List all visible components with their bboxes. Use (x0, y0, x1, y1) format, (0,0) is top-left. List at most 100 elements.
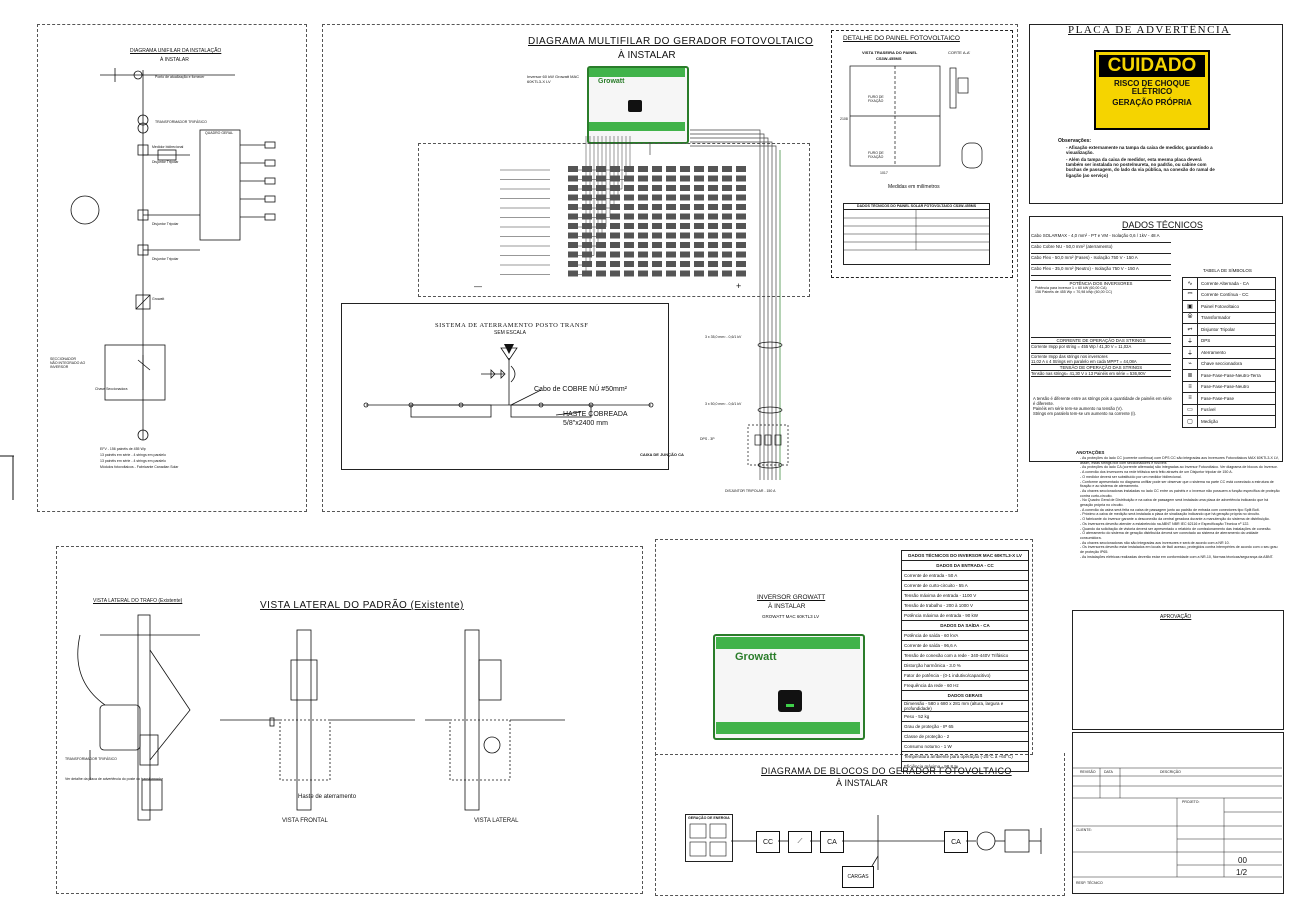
inversor-label-sub: À INSTALAR (768, 603, 806, 610)
pv-module (722, 194, 732, 201)
pv-module (736, 166, 746, 172)
pv-module (708, 185, 718, 191)
blocos-gen-panels (689, 823, 727, 857)
anotacoes-list: - As proteções do lado CC (corrente cont… (1080, 456, 1280, 559)
pv-module (666, 213, 676, 220)
pv-module (582, 166, 592, 172)
pv-module (638, 261, 648, 267)
symbol-row: ⥅Disjuntor Tripolar (1183, 324, 1275, 336)
spec-cell: Distorção harmônica - 3.0 % (901, 660, 1029, 671)
pv-module (568, 194, 578, 201)
symbol-label: Transformador (1201, 315, 1231, 321)
pv-module (596, 242, 606, 248)
svg-text:Growatt: Growatt (152, 297, 164, 301)
blocos-lines (731, 815, 1042, 870)
corr-line: Corrente Impp por string = 455 Wp / 41,3… (1031, 344, 1171, 354)
svg-text:FIXAÇÃO: FIXAÇÃO (868, 154, 884, 159)
symbol-icon: ▭ (1183, 404, 1198, 415)
painel-table-grid (844, 210, 989, 251)
pv-module (736, 175, 746, 182)
spec-header: DADOS DA ENTRADA - CC (901, 560, 1029, 571)
pv-module (708, 175, 718, 182)
symbol-label: Fase-Fase-Fase (1201, 395, 1235, 401)
pv-module (680, 213, 690, 220)
padrao-lateral-drawing (425, 629, 565, 811)
symbol-label: DPS (1201, 338, 1211, 344)
symbol-label: Disjuntor Tripolar (1201, 326, 1236, 332)
aterramento-rod-size: 5/8"x2400 mm (563, 420, 608, 427)
pv-module (596, 185, 606, 191)
pv-module (652, 213, 662, 220)
pv-module (596, 251, 606, 258)
vistas-frame (56, 546, 643, 894)
pv-module (624, 204, 634, 210)
pv-module (652, 261, 662, 267)
blocos-gen-label: GERAÇÃO DE ENERGIA (688, 816, 730, 820)
symbol-row: ⦾Transformador (1183, 312, 1275, 324)
aterramento-title: SISTEMA DE ATERRAMENTO POSTO TRANSF (435, 322, 589, 329)
svg-text:Ponto de atualização e fornece: Ponto de atualização e fornecer (155, 75, 205, 79)
tb-descricao: DESCRIÇÃO (1160, 770, 1181, 774)
inverter-top-label: Inversor 60 kW Growatt MAC 60KTL3-X LV (527, 74, 580, 84)
pv-module (638, 270, 648, 277)
pv-module (694, 194, 704, 201)
painel-cut: CORTE A-A' (948, 50, 971, 55)
blocos-gen-box (685, 814, 733, 862)
dados-note: Strings em paralelo tem-se um aumento na… (1033, 411, 1137, 416)
pv-module (694, 242, 704, 248)
pv-module (694, 270, 704, 277)
pv-module (610, 194, 620, 201)
annotation-line: - No Quadro Geral de Distribuição e na c… (1080, 498, 1269, 508)
tens-line: Tensão nas strings= 41,30 V x 13 Painéis… (1031, 371, 1171, 377)
symbol-row: ⌁Chave seccionadora (1183, 358, 1275, 370)
title-block-grid (1072, 767, 1282, 878)
spec-cell: Corrente de curto-circuito - 55 A (901, 580, 1029, 591)
spec-cell: Classe de proteção - 2 (901, 731, 1029, 742)
svg-text:13 painéis em série - 4 string: 13 painéis em série - 4 strings em paral… (100, 453, 166, 457)
pv-module (596, 175, 606, 182)
pv-module (582, 223, 592, 229)
pv-module (694, 223, 704, 229)
unifilar-frame (37, 24, 307, 512)
symbol-row: ≡Fase-Fase-Fase-Neutro (1183, 381, 1275, 393)
pv-module (722, 204, 732, 210)
unifilar-subtitle: À INSTALAR (160, 57, 189, 63)
dados-note: Painéis em série tem-se aumento na tensã… (1033, 406, 1123, 411)
painel-spec-table: DADOS TÉCNICOS DO PAINEL SOLAR FOTOVOLTA… (843, 203, 990, 265)
aterramento-cable: Cabo de COBRE NÚ #50mm² (534, 386, 627, 393)
pv-module (652, 175, 662, 182)
spec-header: DADOS GERAIS (901, 690, 1029, 701)
pv-module (680, 204, 690, 210)
annotation-line: - As chaves seccionadoras instaladas no … (1080, 488, 1280, 498)
blocos-ca: CA (820, 831, 844, 853)
vista-frontal-label: VISTA FRONTAL (282, 818, 328, 824)
annotation-line: - Os inversores deverão atender a estabe… (1080, 521, 1250, 526)
pv-module (694, 251, 704, 258)
padrao-frontal-drawing (220, 629, 415, 811)
pv-module (666, 251, 676, 258)
svg-text:SECCIONADOR: SECCIONADOR (50, 357, 77, 361)
symbol-icon: ⏚ (1183, 335, 1198, 346)
anotacoes-title: ANOTAÇÕES (1076, 450, 1105, 455)
symbol-icon: ⥅ (1183, 324, 1198, 335)
pv-module (638, 213, 648, 220)
pv-module (708, 261, 718, 267)
pv-module (680, 270, 690, 277)
painel-model: CS3W-455MS (876, 56, 902, 61)
tb-folha: 1/2 (1236, 868, 1248, 877)
symbol-icon: ▢ (1183, 416, 1198, 427)
simbolos-title: TABELA DE SÍMBOLOS (1203, 268, 1252, 273)
svg-text:FURO DE: FURO DE (868, 95, 884, 99)
pv-module (680, 261, 690, 267)
symbol-label: Chave seccionadora (1201, 361, 1243, 367)
pv-module (568, 261, 578, 267)
multifilar-title: DIAGRAMA MULTIFILAR DO GERADOR FOTOVOLTA… (528, 36, 814, 47)
pv-module (708, 232, 718, 239)
pv-module (722, 223, 732, 229)
symbol-icon: ≡ (1183, 381, 1198, 392)
pv-module (708, 223, 718, 229)
spec-cell: Grau de proteção - IP 65 (901, 721, 1029, 732)
pv-module (652, 185, 662, 191)
pv-module (708, 194, 718, 201)
pv-module (610, 242, 620, 248)
